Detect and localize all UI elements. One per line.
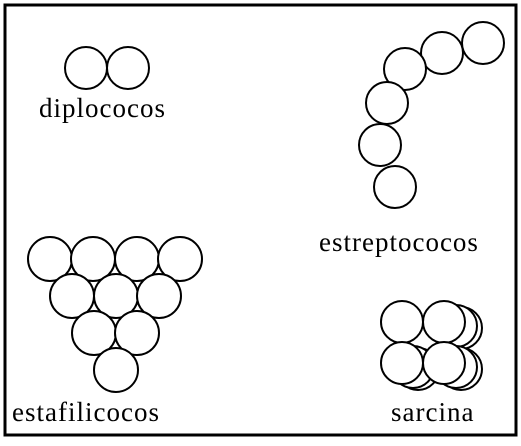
diplococo-cell bbox=[64, 46, 108, 90]
label-sarcina: sarcina bbox=[391, 397, 474, 427]
estafilicoco-cell bbox=[157, 236, 203, 282]
label-diplococos: diplococos bbox=[39, 93, 166, 123]
estreptococo-cell bbox=[365, 81, 409, 125]
sarcina-front-cells bbox=[380, 300, 466, 385]
estafilicoco-cell bbox=[114, 310, 160, 356]
estreptococos-cells bbox=[358, 21, 505, 209]
sarcina-cell bbox=[380, 341, 424, 385]
estreptococo-cell bbox=[383, 47, 427, 91]
estafilicocos-cells bbox=[27, 236, 203, 393]
sarcina-cell bbox=[422, 300, 466, 344]
label-estreptococos: estreptococos bbox=[319, 227, 479, 257]
sarcina-cell bbox=[380, 300, 424, 344]
sarcina-cell bbox=[422, 341, 466, 385]
estreptococo-cell bbox=[358, 123, 402, 167]
estreptococo-cell bbox=[420, 31, 464, 75]
estafilicoco-cell bbox=[93, 347, 139, 393]
label-estafilicocos: estafilicocos bbox=[12, 397, 160, 427]
estreptococo-cell bbox=[373, 165, 417, 209]
diplococos-cells bbox=[64, 46, 150, 90]
estreptococo-cell bbox=[461, 21, 505, 65]
estafilicoco-cell bbox=[136, 273, 182, 319]
diplococo-cell bbox=[106, 46, 150, 90]
